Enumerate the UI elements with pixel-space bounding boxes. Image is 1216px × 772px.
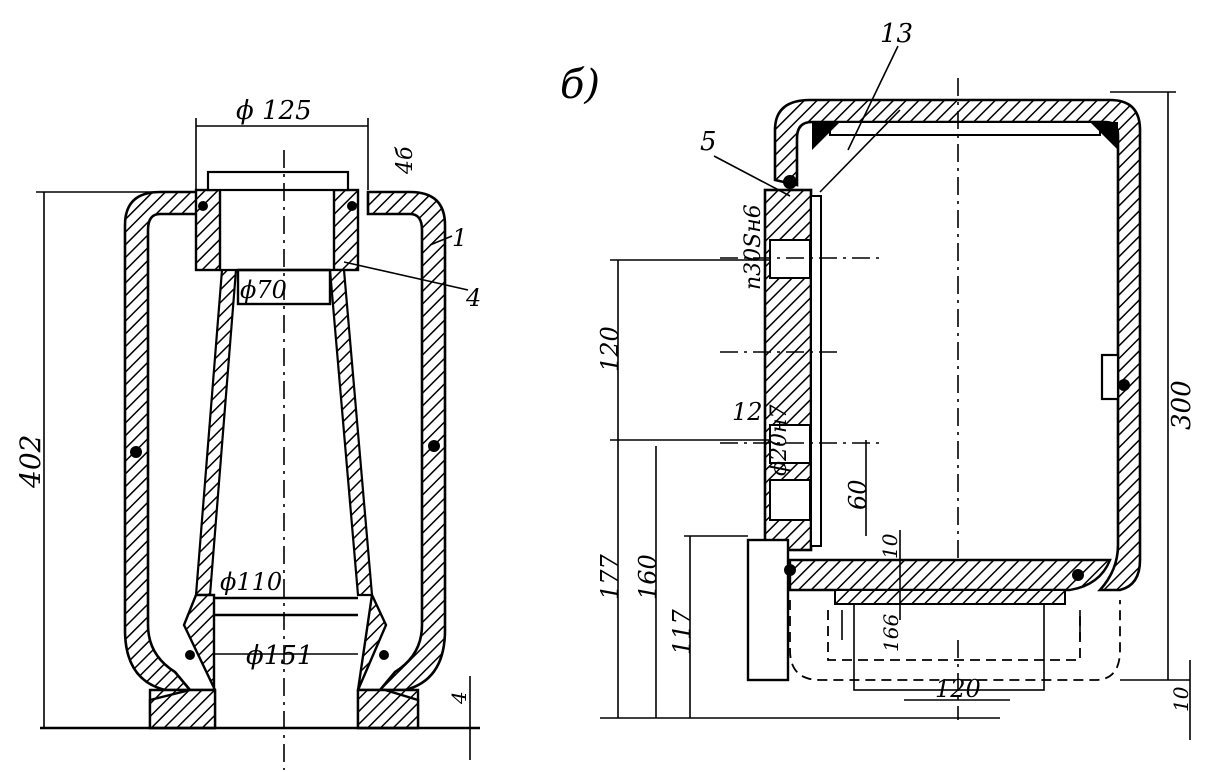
bore-bottom <box>769 479 811 521</box>
dim-166: 166 <box>879 614 903 652</box>
right-left-guide <box>746 538 790 682</box>
callout-12: 12 <box>732 398 763 426</box>
bore-upper <box>769 239 811 279</box>
fit-lower: ϕ20н7 <box>767 405 792 476</box>
right-outer-wall <box>773 98 1142 592</box>
dim-10-bottom: 10 <box>1169 686 1193 712</box>
left-neck-left <box>194 188 222 272</box>
dim-60: 60 <box>844 479 872 510</box>
right-side-boss <box>1100 353 1120 401</box>
dim-117: 117 <box>668 608 696 655</box>
right-section-view: б) 13 <box>560 19 1197 740</box>
dim-10-small: 10 <box>878 533 902 559</box>
right-weld-side <box>1118 379 1130 391</box>
callout-13: 13 <box>880 19 913 49</box>
right-weld-bottom-right <box>1072 569 1084 581</box>
right-weld-bottom <box>784 564 796 576</box>
bore-lower <box>769 424 811 464</box>
callout-4-leader <box>343 261 469 291</box>
dim-177: 177 <box>596 553 624 600</box>
callout-13-leader <box>847 45 899 151</box>
left-inner-tube-right <box>328 268 374 597</box>
right-corner-gusset-right <box>1090 122 1118 150</box>
right-lower-boss-hidden-inner <box>827 610 1081 661</box>
dim-height: 402 <box>14 435 47 489</box>
dim-top-diameter: ϕ 125 <box>236 96 312 126</box>
left-section-view: ϕ 125 4б 402 ϕ70 ϕ110 ϕ151 1 4 4 <box>14 96 481 770</box>
left-weld-dot-base <box>185 650 195 660</box>
callout-13-leader2 <box>819 109 901 193</box>
right-left-flange-inner <box>810 195 822 547</box>
left-inner-tube-left <box>194 268 238 597</box>
callout-4: 4 <box>465 284 481 312</box>
callout-1: 1 <box>452 224 467 252</box>
left-base-left <box>148 688 217 730</box>
left-weld-dot-base-right <box>379 650 389 660</box>
left-outer-wall-right <box>366 190 447 692</box>
right-bottom-strip <box>834 589 1066 605</box>
dim-lower-inner: ϕ110 <box>220 568 282 596</box>
dim-inner-neck: ϕ70 <box>240 276 287 304</box>
right-lower-box <box>853 603 1045 691</box>
dim-120-vertical: 120 <box>596 326 624 372</box>
left-phi70-box <box>236 268 332 306</box>
dim-120-bottom: 120 <box>935 675 981 703</box>
left-base-right <box>356 688 420 730</box>
dim-base-bore: ϕ151 <box>246 641 313 671</box>
callout-5-leader <box>713 155 791 197</box>
dim-160: 160 <box>634 554 662 600</box>
right-lower-boss-hidden <box>789 600 1121 681</box>
fit-upper: п30Sн6 <box>741 204 766 290</box>
view-letter: б) <box>560 62 600 108</box>
left-top-plate <box>206 170 350 192</box>
left-weld-dot-top <box>198 201 208 211</box>
dim-foot: 4 <box>447 691 471 705</box>
right-top-rib <box>829 121 1101 136</box>
callout-1-leader <box>429 235 453 246</box>
left-weld-dot-top-right <box>347 201 357 211</box>
left-weld-dot <box>130 446 142 458</box>
left-outer-wall <box>123 190 202 692</box>
callout-5: 5 <box>700 127 717 157</box>
right-bottom-plate <box>788 558 1112 592</box>
dim-300: 300 <box>1167 380 1197 430</box>
right-corner-gusset-left <box>812 122 840 150</box>
dim-top-small: 4б <box>393 146 418 175</box>
left-weld-dot-right <box>428 440 440 452</box>
right-weld-top <box>783 175 797 189</box>
